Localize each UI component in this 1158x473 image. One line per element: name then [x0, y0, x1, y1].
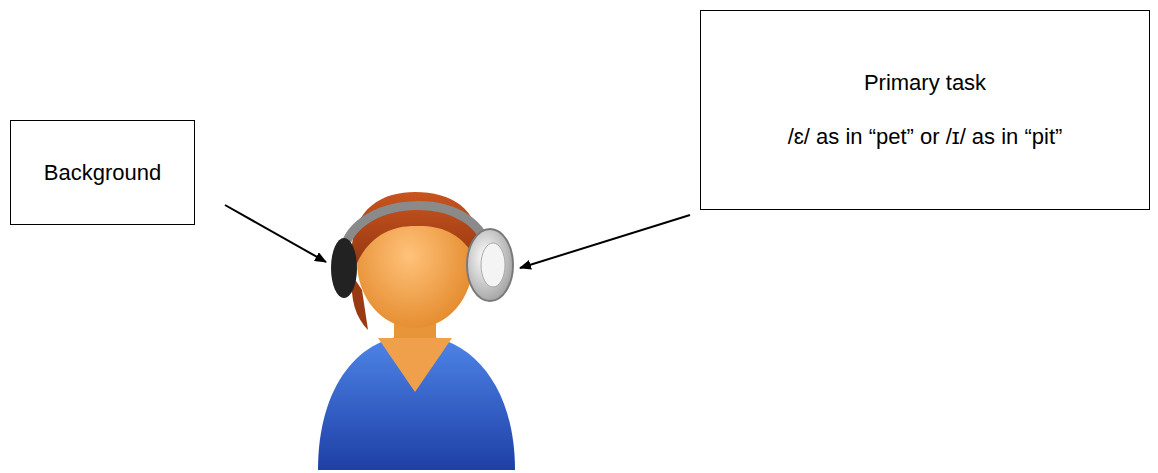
person-collar [378, 338, 452, 392]
box-heading: Background [44, 160, 161, 186]
headphone-right-cup-inner [481, 243, 505, 287]
headphone-right-cup [467, 229, 513, 301]
label-box: Background [10, 120, 195, 225]
box-body: /ɛ/ as in “pet” or /ɪ/ as in “pit” [788, 124, 1063, 150]
leader-arrow [520, 215, 690, 268]
box-heading: Primary task [864, 70, 986, 96]
person-icon [318, 192, 515, 470]
leader-arrow [225, 205, 326, 262]
headphone-left-cup [331, 238, 357, 298]
person-body [318, 335, 515, 470]
task-box: Primary task/ɛ/ as in “pet” or /ɪ/ as in… [700, 10, 1150, 210]
headphone-band [343, 206, 488, 262]
